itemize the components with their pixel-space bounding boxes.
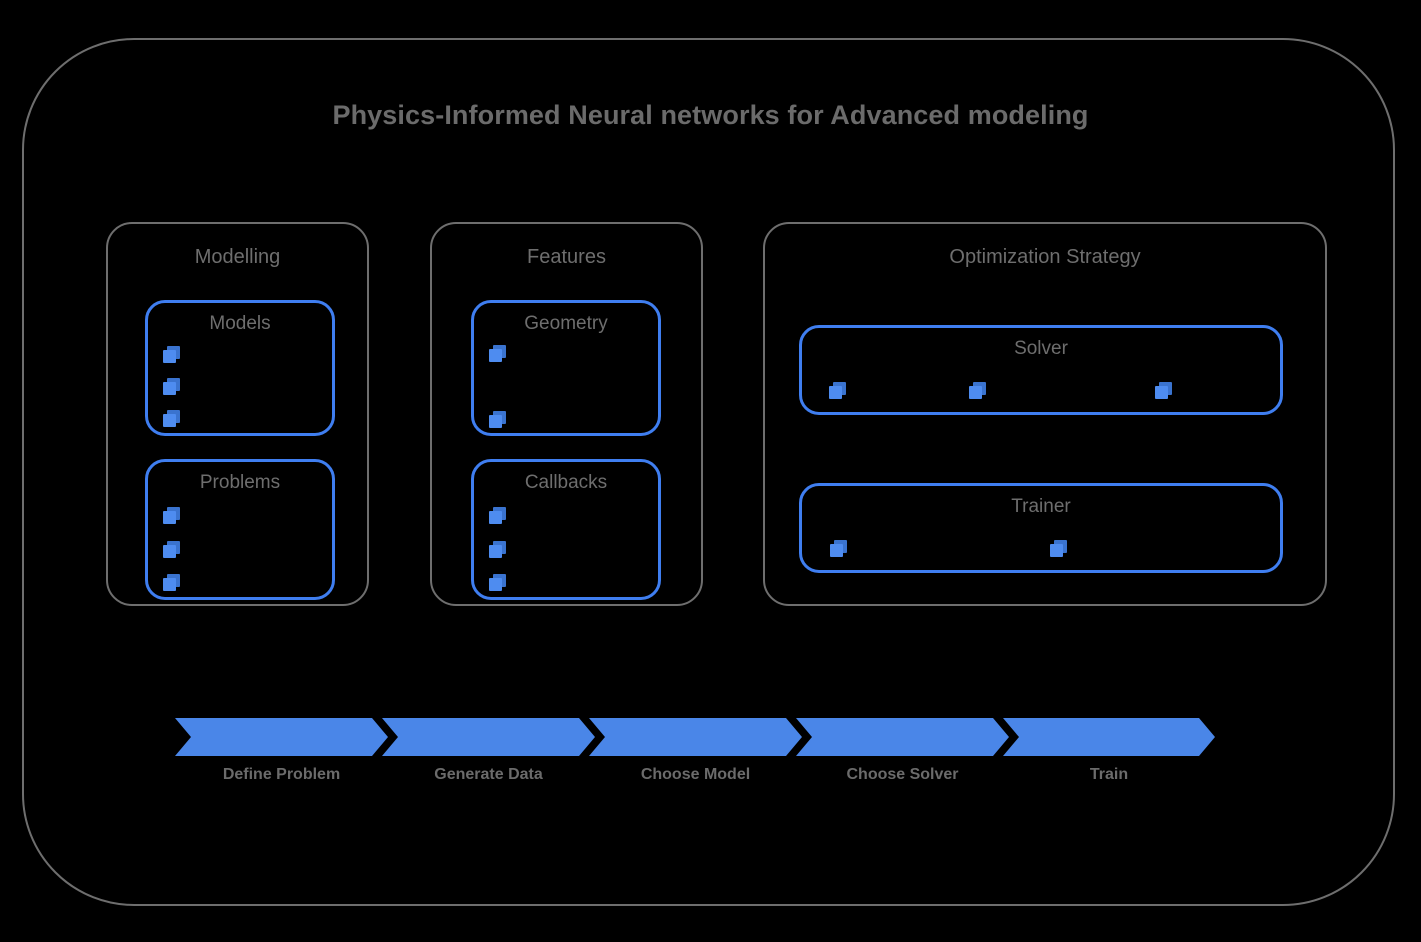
- card-models-label: Models: [209, 313, 271, 334]
- layers-icon: [489, 541, 506, 558]
- group-modelling: Modelling: [106, 222, 369, 606]
- card-problems-label: Problems: [199, 472, 281, 493]
- layers-icon: [1050, 540, 1067, 557]
- process-step-1[interactable]: [175, 718, 388, 756]
- group-modelling-label: Modelling: [194, 246, 281, 268]
- process-step-5-label: Train: [1089, 766, 1129, 783]
- card-trainer[interactable]: Trainer: [799, 483, 1283, 573]
- card-callbacks[interactable]: Callbacks: [471, 459, 661, 600]
- layers-icon: [163, 574, 180, 591]
- layers-icon: [969, 382, 986, 399]
- layers-icon: [163, 378, 180, 395]
- layers-icon: [489, 574, 506, 591]
- layers-icon: [163, 541, 180, 558]
- card-geometry[interactable]: Geometry: [471, 300, 661, 436]
- layers-icon: [1155, 382, 1172, 399]
- process-step-3-label: Choose Model: [640, 766, 751, 783]
- layers-icon: [163, 346, 180, 363]
- group-optimization-strategy: Optimization Strategy: [763, 222, 1327, 606]
- card-solver[interactable]: Solver: [799, 325, 1283, 415]
- card-problems[interactable]: Problems: [145, 459, 335, 600]
- process-step-4-label: Choose Solver: [846, 766, 959, 783]
- group-features: Features: [430, 222, 703, 606]
- layers-icon: [829, 382, 846, 399]
- layers-icon: [489, 411, 506, 428]
- layers-icon: [163, 410, 180, 427]
- process-step-1-label: Define Problem: [222, 766, 341, 783]
- outer-frame: [22, 38, 1395, 906]
- group-features-label: Features: [527, 246, 606, 268]
- process-step-2[interactable]: [382, 718, 595, 756]
- process-step-2-label: Generate Data: [434, 766, 543, 783]
- card-geometry-label: Geometry: [524, 313, 608, 334]
- process-step-5[interactable]: [1003, 718, 1215, 756]
- layers-icon: [830, 540, 847, 557]
- card-models[interactable]: Models: [145, 300, 335, 436]
- layers-icon: [163, 507, 180, 524]
- card-callbacks-label: Callbacks: [524, 472, 608, 493]
- process-step-3[interactable]: [589, 718, 802, 756]
- layers-icon: [489, 507, 506, 524]
- card-solver-label: Solver: [1014, 338, 1068, 359]
- process-flow: [175, 718, 1215, 756]
- card-trainer-label: Trainer: [1011, 496, 1071, 517]
- page-title: Physics-Informed Neural networks for Adv…: [332, 100, 1089, 130]
- layers-icon: [489, 345, 506, 362]
- process-step-4[interactable]: [796, 718, 1009, 756]
- group-optimization-strategy-label: Optimization Strategy: [949, 246, 1141, 268]
